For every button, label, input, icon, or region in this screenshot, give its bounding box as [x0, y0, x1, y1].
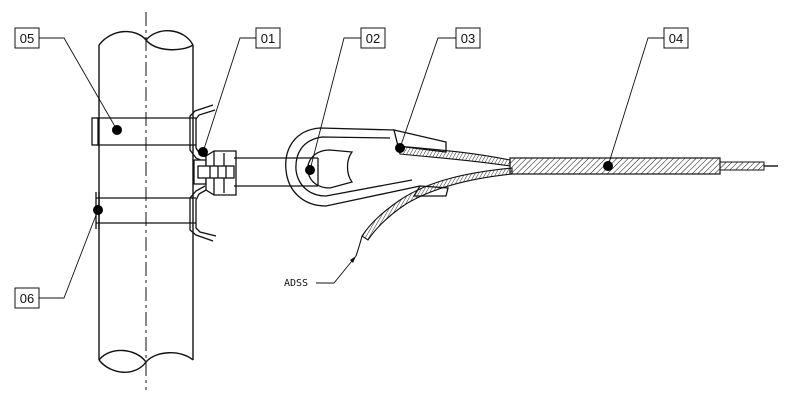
svg-text:03: 03	[461, 31, 475, 46]
callout-02: 02	[360, 27, 386, 49]
pole-bracket	[189, 104, 237, 242]
svg-text:06: 06	[20, 291, 34, 306]
pole-band-lower	[95, 192, 196, 229]
svg-text:02: 02	[366, 31, 380, 46]
shackle-link	[234, 157, 319, 187]
callout-05: 05	[14, 27, 40, 49]
callout-dot-04	[603, 161, 613, 171]
adss-label: ADSS	[284, 278, 308, 289]
svg-text:05: 05	[20, 31, 34, 46]
adss-label-group: ADSS	[284, 255, 357, 289]
callout-leaders	[39, 37, 664, 299]
svg-text:01: 01	[261, 31, 275, 46]
callout-06: 06	[14, 287, 40, 309]
callout-04: 04	[663, 27, 689, 49]
callout-03: 03	[455, 27, 481, 49]
callout-01: 01	[255, 27, 281, 49]
svg-text:04: 04	[669, 31, 683, 46]
callout-dot-06	[93, 205, 103, 215]
callout-dot-01	[198, 147, 208, 157]
pole-band-upper	[91, 117, 196, 146]
callout-dot-03	[395, 143, 405, 153]
callout-dot-02	[305, 165, 315, 175]
callout-dot-05	[112, 125, 122, 135]
callout-dots	[93, 125, 613, 215]
adss-cable	[355, 145, 778, 257]
